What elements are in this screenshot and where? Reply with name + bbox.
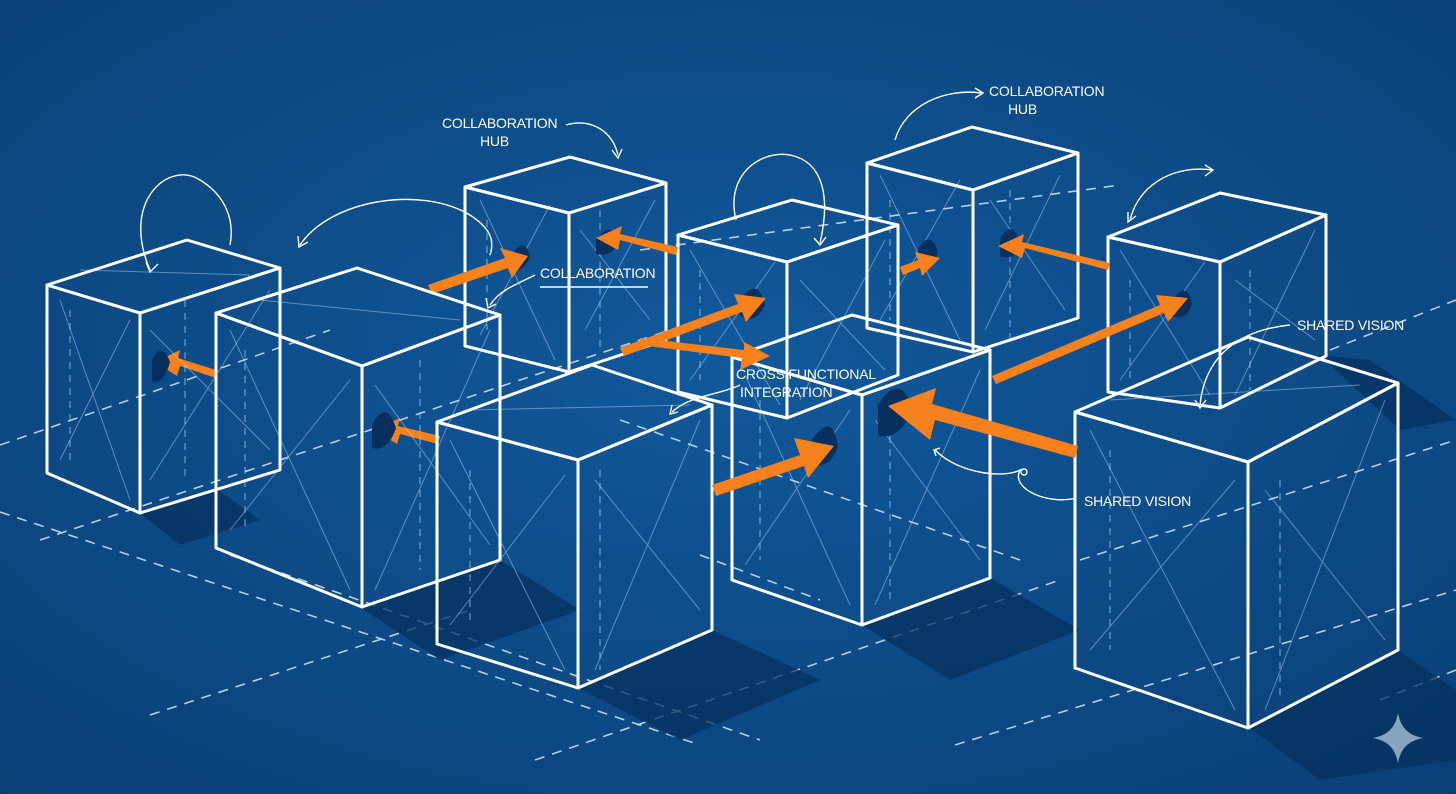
block-2-socket [372, 412, 396, 449]
block-5-side [785, 223, 900, 420]
block-2-side [360, 313, 502, 609]
arrow-b4-to-b5 [640, 338, 770, 370]
label-collaboration-hub-left: COLLABORATION HUB [442, 115, 558, 149]
label-shared-vision-lower: SHARED VISION [1084, 493, 1191, 509]
block-2 [214, 266, 502, 609]
label-cross-functional-line2: INTEGRATION [740, 384, 832, 400]
arrow-b2-to-b1 [155, 350, 216, 378]
arrow-b5-to-b3 [596, 226, 678, 255]
block-1-side [138, 266, 282, 515]
label-collaboration-hub-right: COLLABORATION HUB [989, 83, 1105, 117]
block-4-side [576, 403, 714, 690]
arrow-b7-to-b6 [998, 234, 1110, 270]
label-collaboration-hub-left-line1: COLLABORATION [442, 115, 557, 131]
label-shared-vision-right: SHARED VISION [1297, 317, 1404, 333]
label-collaboration-text: COLLABORATION [540, 265, 655, 281]
block-1-socket [152, 350, 170, 383]
label-cross-functional-line1: CROSS FUNCTIONAL [736, 366, 876, 382]
block-8-side [860, 348, 992, 627]
label-collaboration-hub-right-line1: COLLABORATION [989, 83, 1104, 99]
block-9 [1073, 335, 1400, 730]
block-9-side [1246, 381, 1400, 730]
block-1 [45, 238, 282, 515]
label-collaboration: COLLABORATION [540, 265, 656, 288]
arrow-b4-to-b8 [712, 438, 834, 496]
label-collaboration-hub-right-line2: HUB [1008, 101, 1037, 117]
arrow-b6-to-b5 [900, 252, 940, 276]
block-7-side [1218, 213, 1328, 410]
arrow-to-b7 [992, 295, 1188, 384]
annotation-curves [140, 87, 1291, 501]
label-collaboration-hub-left-line2: HUB [480, 133, 509, 149]
arrow-b9-to-b8 [888, 388, 1078, 458]
arrow-b2-to-b3 [428, 248, 528, 294]
block-6-side [971, 151, 1080, 354]
block-4 [435, 363, 714, 690]
cube-shadows [140, 355, 1456, 780]
label-cross-functional: CROSS FUNCTIONAL INTEGRATION [736, 366, 877, 400]
connector-arrows-front [640, 338, 1078, 496]
sparkle-icon [1373, 713, 1423, 763]
